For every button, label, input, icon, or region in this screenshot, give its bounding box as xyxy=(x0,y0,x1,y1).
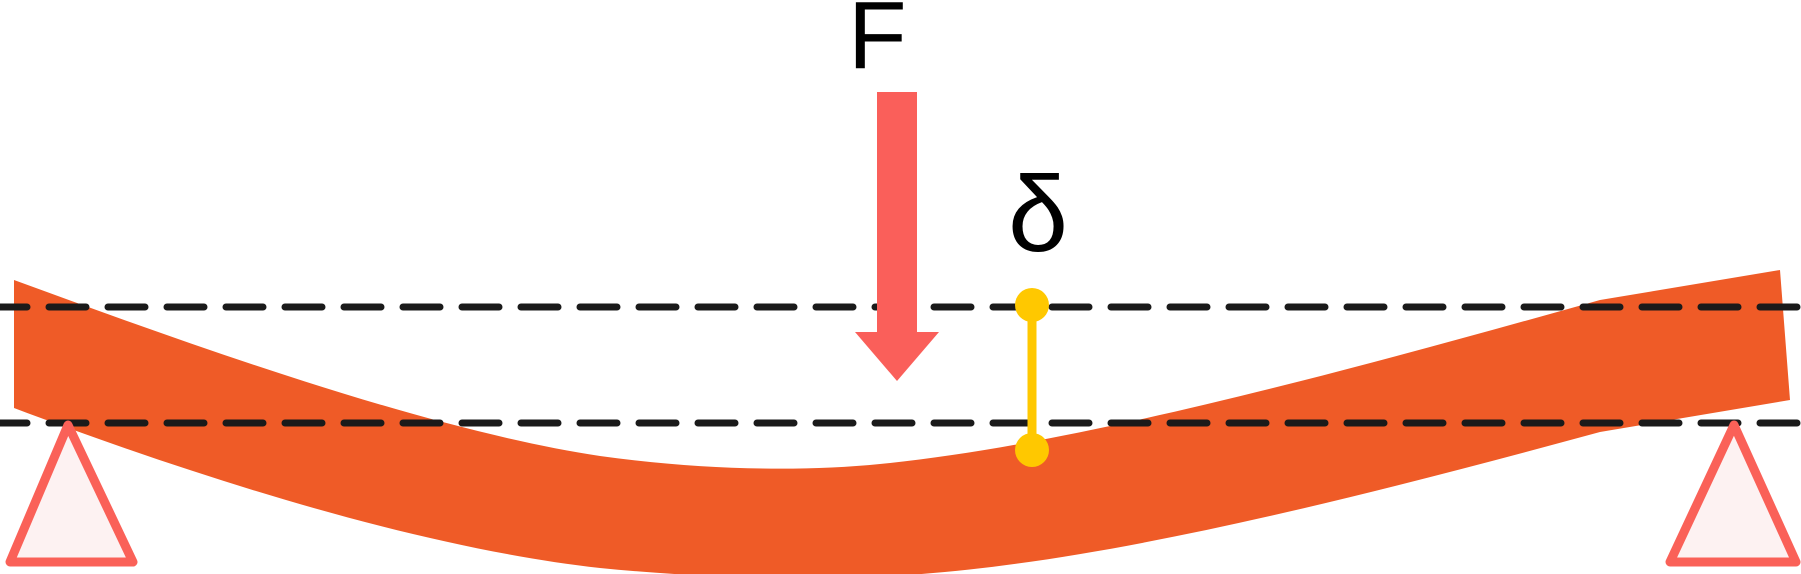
deflection-marker xyxy=(1015,288,1049,467)
left-support-triangle xyxy=(5,420,138,567)
force-label: F xyxy=(848,0,907,89)
deflected-beam xyxy=(14,270,1790,574)
right-support-triangle xyxy=(1665,420,1801,567)
deflection-bottom-dot xyxy=(1015,433,1049,467)
load-arrow-shaft xyxy=(877,92,917,336)
load-arrow xyxy=(855,92,939,381)
deflection-label: δ xyxy=(1008,153,1069,274)
load-arrow-head xyxy=(855,332,939,381)
deflection-top-dot xyxy=(1015,288,1049,322)
